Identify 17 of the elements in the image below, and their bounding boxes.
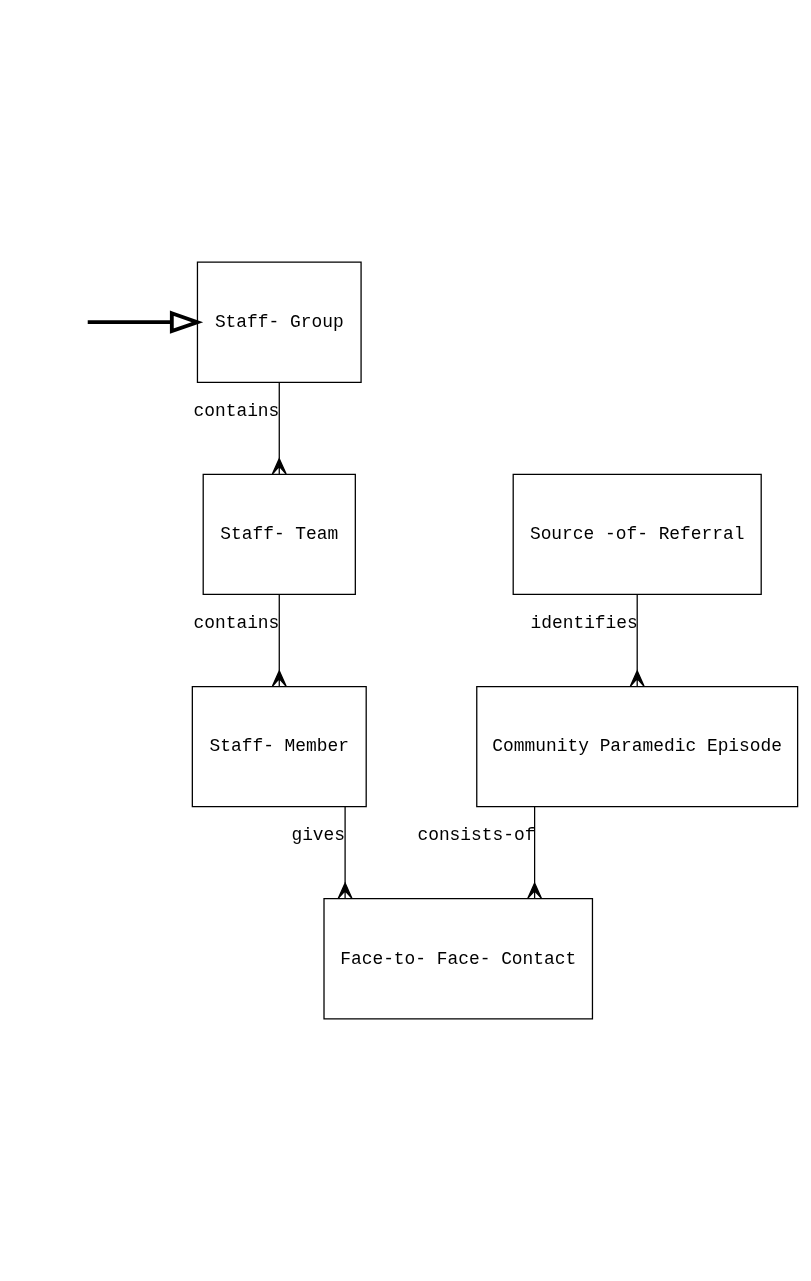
node-box: Face-to- Face- Contact <box>323 898 594 1020</box>
connector <box>629 594 645 687</box>
node-box: Staff- Group <box>196 261 362 383</box>
connector <box>271 594 287 687</box>
node-box: Staff- Team <box>202 473 356 596</box>
connector <box>337 806 353 900</box>
edge-label: consists-of <box>417 825 536 846</box>
edge-label: contains <box>193 612 280 633</box>
connector <box>527 806 543 900</box>
node-box: Staff- Member <box>191 685 367 808</box>
edge-label: identifies <box>530 612 638 633</box>
arrow <box>87 310 204 334</box>
edge-label: contains <box>193 400 280 421</box>
node-box: Community Paramedic Episode <box>476 685 799 808</box>
connector <box>271 381 287 475</box>
edge-label: gives <box>291 825 346 846</box>
node-box: Source -of- Referral <box>512 473 762 596</box>
